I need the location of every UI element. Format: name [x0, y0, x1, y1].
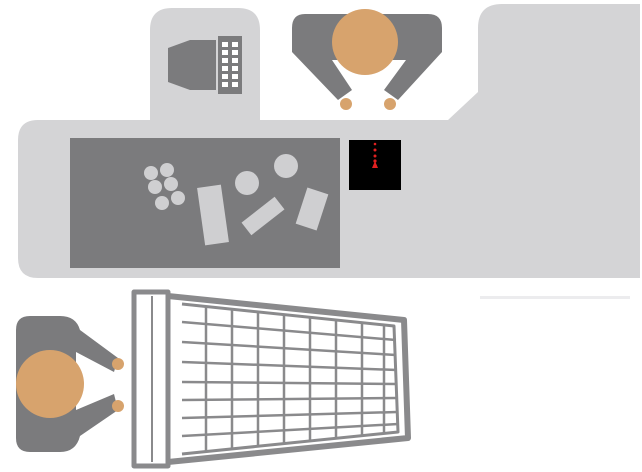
customer-hand-top: [112, 358, 124, 370]
round-produce-item: [235, 171, 259, 195]
cart-basket-inner: [182, 304, 398, 454]
cashier-hand-right: [384, 98, 396, 110]
shopping-cart: [134, 292, 408, 466]
register-keypad: [218, 36, 242, 94]
bagging-shelf-edge: [480, 296, 630, 299]
round-produce-item: [274, 154, 298, 178]
barcode-scanner: [349, 140, 401, 190]
cash-register: [168, 36, 242, 94]
cart-basket: [168, 296, 408, 462]
customer-head: [16, 350, 84, 418]
cashier-person: [292, 9, 442, 110]
register-monitor: [168, 40, 216, 90]
customer-person: [16, 316, 124, 452]
cashier-hand-left: [340, 98, 352, 110]
customer-hand-bottom: [112, 400, 124, 412]
cart-wires-horizontal: [182, 322, 398, 436]
cashier-head: [332, 9, 398, 75]
